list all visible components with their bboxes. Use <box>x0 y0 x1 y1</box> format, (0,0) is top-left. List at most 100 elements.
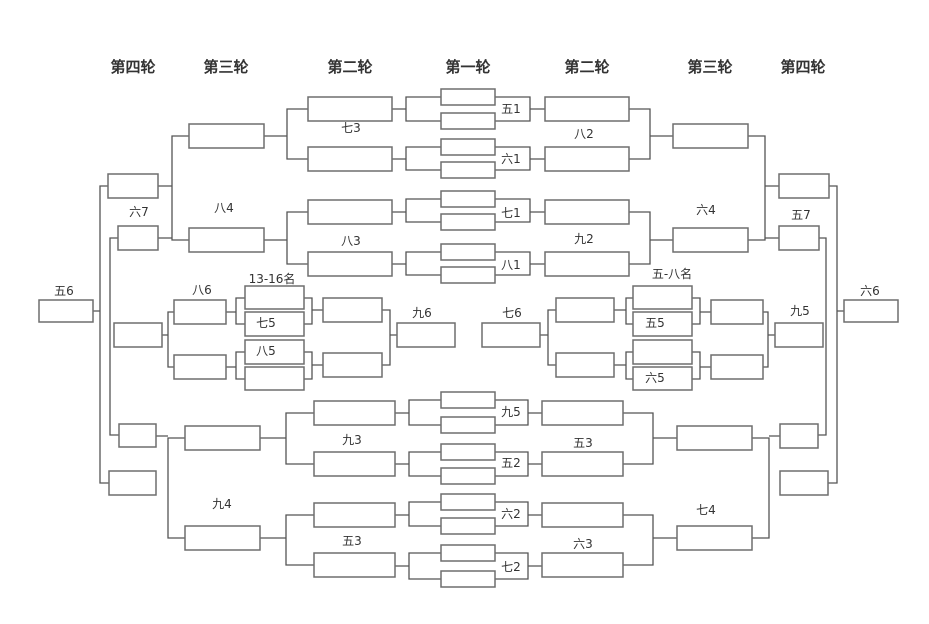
bracket-slot <box>555 297 615 323</box>
bracket-connector <box>392 96 441 122</box>
bracket-slot <box>672 227 749 253</box>
bracket-slot <box>440 161 496 179</box>
slot-label: 九5 <box>790 304 810 318</box>
bracket-slot <box>322 352 383 378</box>
bracket-slot <box>313 502 396 528</box>
slot-label: 七6 <box>502 306 522 320</box>
bracket-connector <box>162 297 245 380</box>
bracket-connector <box>495 146 545 171</box>
bracket-slot <box>313 552 396 578</box>
bracket-slot <box>184 425 261 451</box>
bracket-connector <box>264 108 308 160</box>
slot-label: 六3 <box>573 537 593 551</box>
bracket-slot <box>113 322 163 348</box>
bracket-slot <box>188 123 265 149</box>
bracket-slot <box>632 339 693 365</box>
bracket-slot <box>440 493 496 511</box>
bracket-connector <box>495 399 542 426</box>
bracket-slot <box>440 517 496 535</box>
bracket-connector <box>623 412 677 465</box>
bracket-slot <box>440 138 496 156</box>
bracket-slot <box>108 470 157 496</box>
slot-label: 六1 <box>501 152 521 166</box>
bracket-connector <box>260 514 314 566</box>
bracket-slot <box>307 146 393 172</box>
bracket-slot <box>440 443 496 461</box>
group-label: 五-八名 <box>652 266 692 281</box>
slot-label: 五6 <box>54 284 74 298</box>
bracket-connector <box>395 501 441 527</box>
bracket-slot <box>307 251 393 277</box>
slot-label: 七4 <box>696 503 716 517</box>
slot-label: 五2 <box>501 456 521 470</box>
bracket-slot <box>779 423 819 449</box>
bracket-slot <box>107 173 159 199</box>
bracket-slot <box>555 352 615 378</box>
bracket-slot <box>173 299 227 325</box>
slot-label: 七5 <box>256 316 276 330</box>
bracket-connector <box>495 198 545 223</box>
bracket-connector <box>392 198 441 223</box>
bracket-slot <box>313 400 396 426</box>
slot-label: 八5 <box>256 344 276 358</box>
bracket-slot <box>440 416 496 434</box>
bracket-slot <box>632 285 693 310</box>
bracket-slot <box>307 199 393 225</box>
bracket-slot <box>117 225 159 251</box>
slot-label: 五5 <box>645 316 665 330</box>
header-round2-right: 第二轮 <box>564 58 609 76</box>
bracket-slot <box>544 96 630 122</box>
bracket-slot <box>440 570 496 588</box>
bracket-connector <box>260 412 314 465</box>
bracket-slot <box>188 227 265 253</box>
bracket-slot <box>544 146 630 172</box>
bracket-slot <box>672 123 749 149</box>
bracket-slot <box>676 525 753 551</box>
slot-label: 六5 <box>645 371 665 385</box>
bracket-slot <box>184 525 261 551</box>
group-label: 13-16名 <box>249 271 296 286</box>
bracket-connector <box>495 451 542 477</box>
bracket-connector <box>623 514 677 566</box>
bracket-slot <box>774 322 824 348</box>
bracket-slot <box>710 299 764 325</box>
bracket-connector <box>495 96 545 122</box>
slot-label: 五3 <box>342 534 362 548</box>
slot-label: 七3 <box>341 121 361 135</box>
slot-label: 九6 <box>412 306 432 320</box>
bracket-slot <box>244 311 305 337</box>
bracket-connector <box>395 451 441 477</box>
slot-label: 八1 <box>501 258 521 272</box>
bracket-connector <box>395 552 441 580</box>
slot-label: 六6 <box>860 284 880 298</box>
slot-label: 九3 <box>342 433 362 447</box>
bracket-slot <box>541 451 624 477</box>
header-round2-left: 第二轮 <box>327 58 372 76</box>
bracket-slot <box>173 354 227 380</box>
bracket-slot <box>440 391 496 409</box>
bracket-slot <box>541 502 624 528</box>
bracket-slot <box>481 322 541 348</box>
bracket-slot <box>676 425 753 451</box>
slot-label: 六7 <box>129 205 149 219</box>
header-round4-right: 第四轮 <box>780 58 825 76</box>
slot-label: 六2 <box>501 507 521 521</box>
header-round3-right: 第三轮 <box>687 58 732 76</box>
header-round3-left: 第三轮 <box>203 58 248 76</box>
bracket-slot <box>118 423 157 448</box>
bracket-slot <box>632 366 693 391</box>
slot-label: 五1 <box>501 102 521 116</box>
bracket-connector <box>156 435 185 539</box>
bracket-lines <box>93 96 844 580</box>
bracket-slot <box>440 213 496 231</box>
bracket-connector <box>392 146 441 171</box>
bracket-slot <box>322 297 383 323</box>
bracket-slots <box>38 88 899 588</box>
round-headers: 第四轮 第三轮 第二轮 第一轮 第二轮 第三轮 第四轮 <box>110 58 825 76</box>
bracket-slot <box>440 266 496 284</box>
bracket-connector <box>495 501 542 527</box>
bracket-slot <box>244 366 305 391</box>
bracket-slot <box>396 322 456 348</box>
slot-label: 五7 <box>791 208 811 222</box>
